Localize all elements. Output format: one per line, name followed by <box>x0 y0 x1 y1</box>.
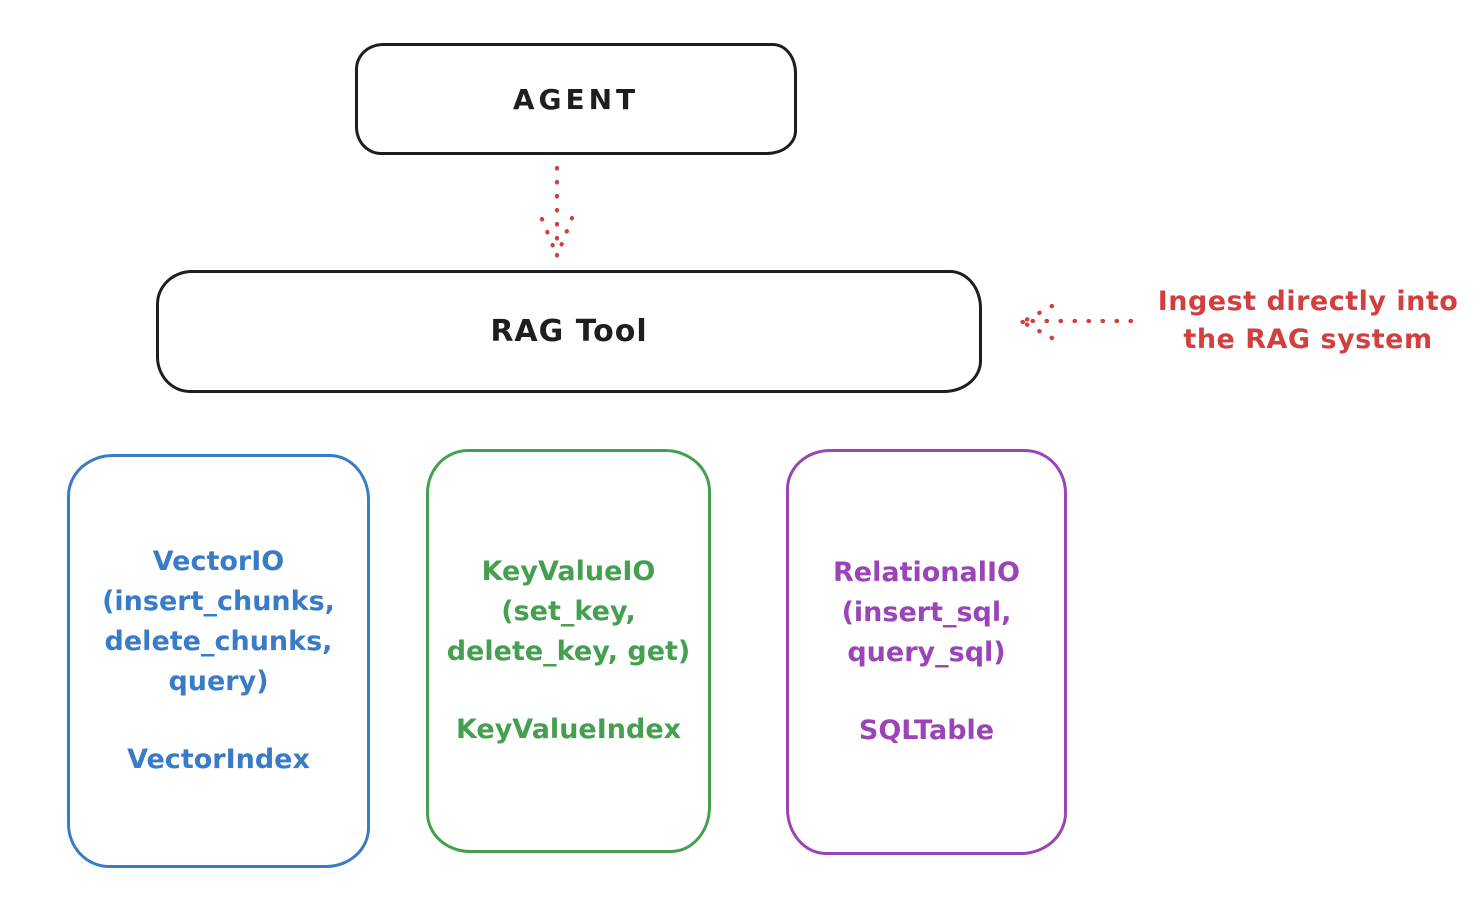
backend-title: RelationalIO <box>833 557 1020 588</box>
backend-method-line: query_sql) <box>847 637 1006 668</box>
backend-card-vector-io: VectorIO (insert_chunks, delete_chunks, … <box>67 454 370 868</box>
ingest-annotation-line1: Ingest directly into <box>1157 286 1459 317</box>
backend-title: KeyValueIO <box>481 556 656 587</box>
backend-keyvalue-io-description: KeyValueIO (set_key, delete_key, get) <box>447 552 691 672</box>
ingest-annotation: Ingest directly into the RAG system <box>1138 283 1478 359</box>
backend-card-relational-io: RelationalIO (insert_sql, query_sql) SQL… <box>786 449 1067 855</box>
backend-method-line: (set_key, <box>501 596 636 627</box>
backend-vector-io-description: VectorIO (insert_chunks, delete_chunks, … <box>102 542 335 702</box>
backend-index-label: VectorIndex <box>127 744 310 775</box>
backend-index-label: KeyValueIndex <box>455 714 682 745</box>
rag-tool-label: RAG Tool <box>490 314 648 349</box>
backend-method-line: delete_chunks, <box>104 626 333 657</box>
backend-method-line: (insert_sql, <box>841 597 1012 628</box>
backend-relational-io-description: RelationalIO (insert_sql, query_sql) <box>833 553 1020 673</box>
agent-label: AGENT <box>512 82 640 116</box>
backend-method-line: (insert_chunks, <box>102 586 335 617</box>
backend-method-line: delete_key, get) <box>446 636 691 667</box>
backend-card-keyvalue-io: KeyValueIO (set_key, delete_key, get) Ke… <box>426 449 711 853</box>
backend-title: VectorIO <box>152 546 285 577</box>
agent-node: AGENT <box>355 43 797 155</box>
backend-index-label: SQLTable <box>858 715 995 746</box>
rag-tool-node: RAG Tool <box>156 270 982 393</box>
ingest-annotation-line2: the RAG system <box>1183 324 1433 355</box>
ingest-into-rag-tool-arrow <box>1019 303 1134 341</box>
agent-to-rag-tool-arrow <box>539 165 575 259</box>
backend-method-line: query) <box>168 666 269 697</box>
